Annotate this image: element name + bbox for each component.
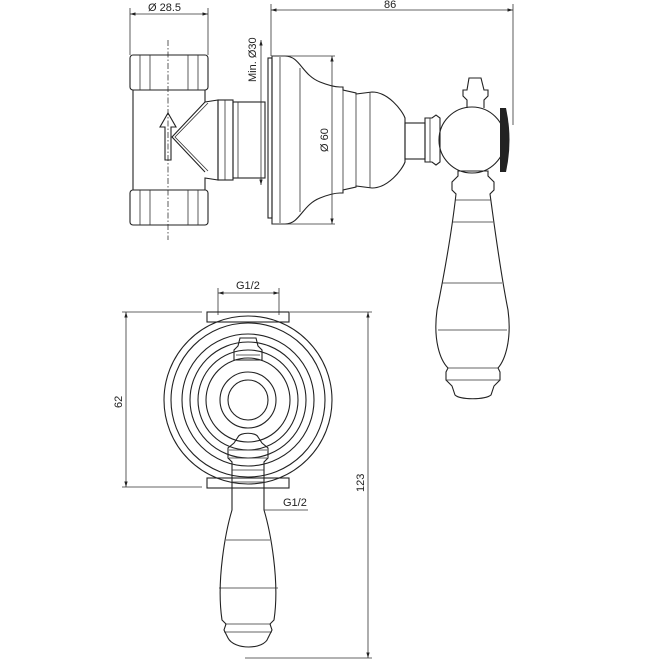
dim-body-height	[122, 311, 202, 488]
dim-connection-top	[217, 288, 280, 315]
bottom-nut	[129, 189, 209, 226]
label-body-diameter: Ø 28.5	[148, 2, 182, 14]
dim-rosette-diameter	[272, 55, 335, 225]
front-view	[122, 288, 372, 659]
top-nut	[129, 54, 209, 91]
side-lever-handle	[435, 170, 510, 400]
label-connection-top: G1/2	[236, 280, 260, 292]
front-lever-handle	[219, 432, 278, 648]
side-view	[129, 4, 514, 400]
label-connection-bottom: G1/2	[283, 497, 307, 509]
flow-arrow-icon	[159, 111, 177, 161]
label-overall-height: 123	[355, 473, 367, 492]
label-overall-depth: 86	[384, 0, 397, 11]
knurled-cap	[500, 108, 510, 172]
dim-overall-height	[245, 311, 372, 659]
label-rosette-diameter: Ø 60	[319, 128, 331, 152]
label-min-hole: Min. Ø30	[247, 37, 259, 82]
rosette	[267, 55, 406, 225]
dim-body-diameter	[129, 8, 209, 55]
label-body-height: 62	[113, 395, 125, 408]
dim-overall-depth	[270, 4, 514, 125]
